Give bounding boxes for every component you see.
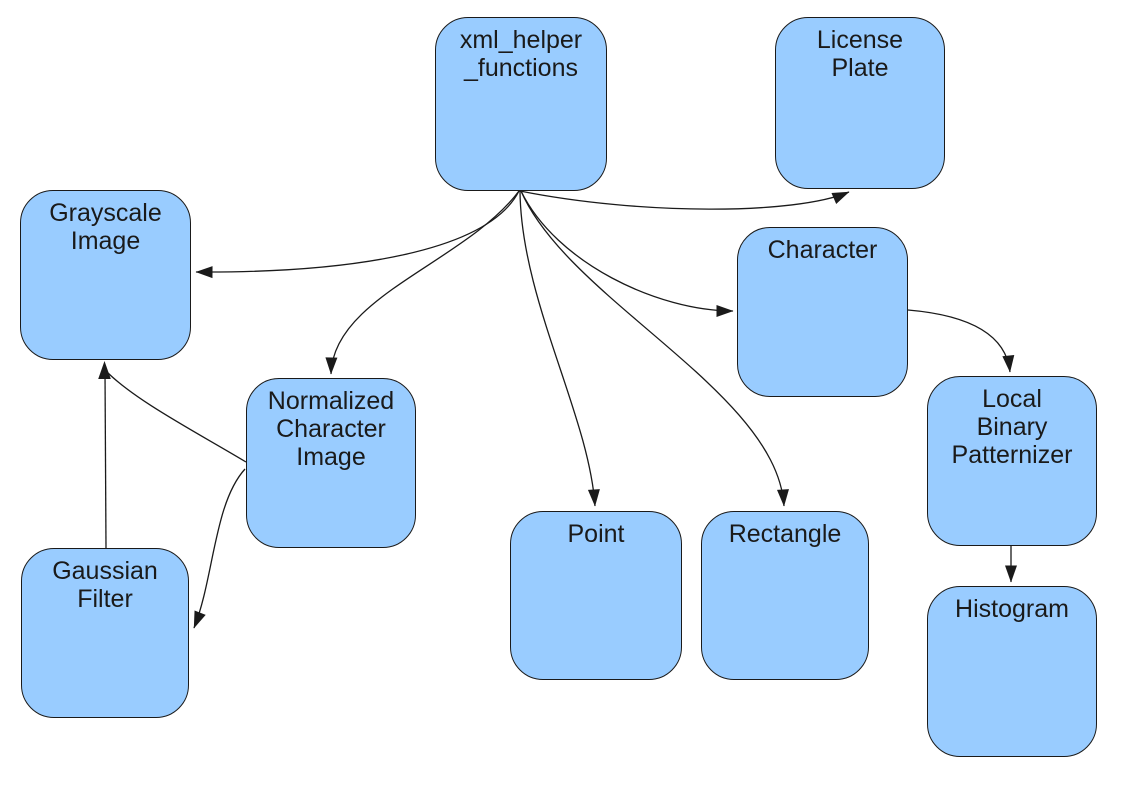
node-label: Character xyxy=(767,236,878,264)
node-xml-helper-functions[interactable]: xml_helper _functions xyxy=(435,17,607,191)
edge-xml-helper-functions-to-license-plate xyxy=(519,190,850,210)
node-label: Normalized Character Image xyxy=(267,387,395,471)
edge-gaussian-filter-to-grayscale-image xyxy=(104,370,107,549)
node-gaussian-filter[interactable]: Gaussian Filter xyxy=(21,548,189,718)
edge-normalized-character-image-to-gaussian-filter xyxy=(193,468,246,629)
node-label: Histogram xyxy=(955,595,1069,623)
node-label: Local Binary Patternizer xyxy=(951,385,1073,469)
node-normalized-character-image[interactable]: Normalized Character Image xyxy=(246,378,416,548)
node-rectangle[interactable]: Rectangle xyxy=(701,511,869,680)
node-histogram[interactable]: Histogram xyxy=(927,586,1097,757)
edge-character-to-local-binary-patternizer xyxy=(907,309,1015,373)
node-license-plate[interactable]: License Plate xyxy=(775,17,945,189)
node-label: Gaussian Filter xyxy=(52,557,158,613)
node-local-binary-patternizer[interactable]: Local Binary Patternizer xyxy=(927,376,1097,546)
edge-xml-helper-functions-to-point xyxy=(519,190,600,507)
edge-xml-helper-functions-to-rectangle xyxy=(520,190,789,507)
edge-xml-helper-functions-to-grayscale-image xyxy=(195,190,520,279)
node-label: License Plate xyxy=(816,26,904,82)
node-character[interactable]: Character xyxy=(737,227,908,397)
edge-normalized-character-image-to-grayscale-image xyxy=(104,369,247,463)
node-label: Point xyxy=(567,520,625,548)
node-label: Grayscale Image xyxy=(49,199,162,255)
edge-xml-helper-functions-to-character xyxy=(520,190,734,317)
node-point[interactable]: Point xyxy=(510,511,682,680)
node-label: Rectangle xyxy=(728,520,842,548)
node-label: xml_helper _functions xyxy=(459,26,583,82)
node-grayscale-image[interactable]: Grayscale Image xyxy=(20,190,191,360)
edge-xml-helper-functions-to-normalized-character-image xyxy=(325,190,520,375)
arrowhead-grayscale-image-bottom xyxy=(98,361,111,379)
